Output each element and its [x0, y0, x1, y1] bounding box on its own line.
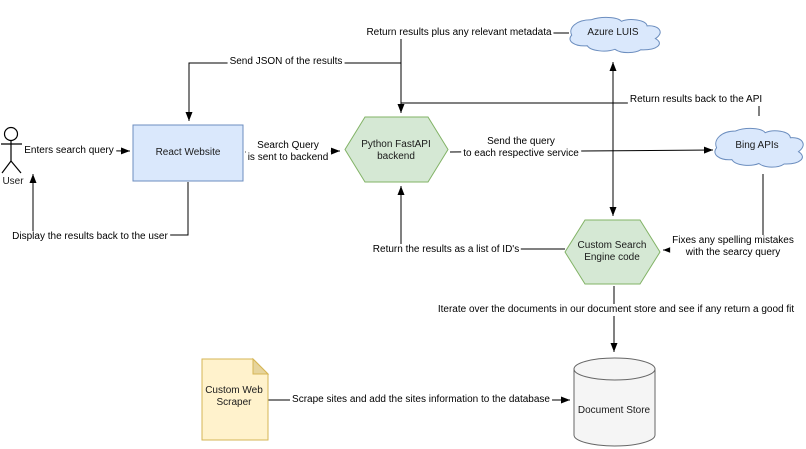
edge-label-scrape-sites: Scrape sites and add the sites informati… [290, 394, 552, 406]
edge-label-return-ids: Return the results as a list of ID's [370, 244, 522, 256]
web-scraper-note [201, 357, 270, 441]
edge-label-fixes-spelling: Fixes any spelling mistakes with the sea… [670, 235, 796, 259]
edge-display-results [29, 174, 189, 236]
bing-apis-label: Bing APIs [735, 140, 779, 151]
bing-apis-cloud [714, 127, 804, 168]
react-website-label: React Website [155, 147, 221, 158]
edge-send-json [185, 62, 401, 121]
edge-return-metadata [397, 32, 569, 113]
fastapi-label: Python FastAPI backend [361, 139, 431, 162]
edge-label-send-json: Send JSON of the results [227, 56, 345, 68]
user-actor-figure [1, 126, 22, 174]
edge-label-display-results: Display the results back to the user [10, 231, 170, 243]
edge-return-ids [397, 186, 565, 250]
custom-search-label: Custom Search Engine code [577, 240, 647, 263]
azure-luis-cloud [569, 16, 661, 54]
custom-search-hexagon [564, 219, 661, 285]
web-scraper-label: Custom Web Scraper [205, 385, 263, 408]
react-website-box [132, 124, 244, 182]
azure-luis-label: Azure LUIS [587, 27, 639, 38]
edge-label-search-query: Search Query is sent to backend [245, 140, 331, 164]
edge-label-iterate-docs: Iterate over the documents in our docume… [435, 304, 797, 316]
user-label: User [2, 176, 24, 187]
edge-label-return-metadata: Return results plus any relevant metadat… [364, 27, 554, 39]
edge-label-send-query-service: Send the query to each respective servic… [461, 136, 581, 160]
edge-label-return-to-api: Return results back to the API [627, 94, 765, 106]
edge-label-enters-query: Enters search query [22, 145, 116, 157]
document-store-cylinder [573, 357, 656, 447]
fastapi-hexagon [344, 116, 449, 183]
document-store-label: Document Store [577, 405, 651, 416]
